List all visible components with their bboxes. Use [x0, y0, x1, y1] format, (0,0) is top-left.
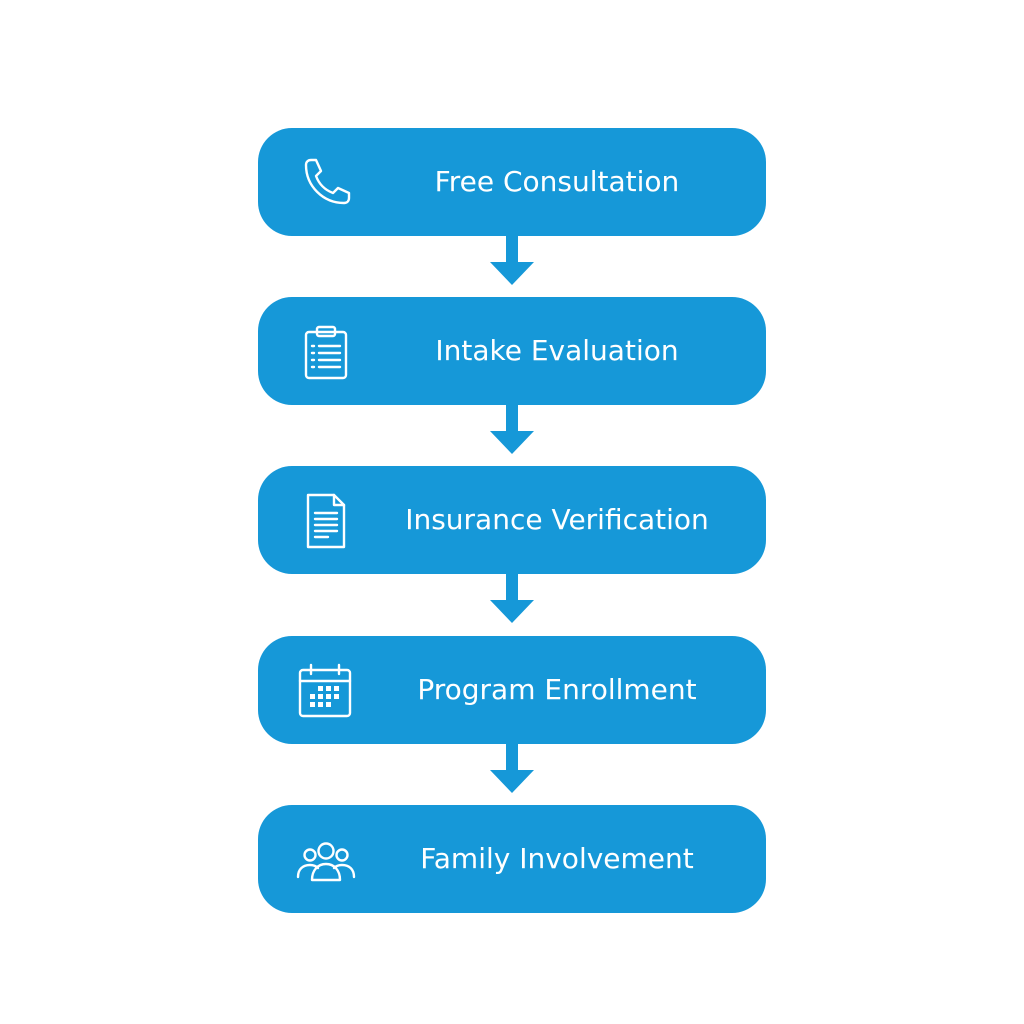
- group-icon: [294, 828, 358, 892]
- down-arrow: [488, 236, 536, 286]
- step-insurance-verification: Insurance Verification: [258, 466, 766, 574]
- step-intake-evaluation: Intake Evaluation: [258, 297, 766, 405]
- step-label: Insurance Verification: [405, 503, 709, 536]
- step-label: Family Involvement: [420, 842, 694, 875]
- calendar-icon: [294, 659, 358, 723]
- down-arrow: [488, 405, 536, 455]
- step-label: Intake Evaluation: [435, 334, 679, 367]
- step-label: Program Enrollment: [417, 673, 697, 706]
- clipboard-icon: [294, 320, 358, 384]
- document-icon: [294, 489, 358, 553]
- down-arrow: [488, 744, 536, 794]
- step-program-enrollment: Program Enrollment: [258, 636, 766, 744]
- step-family-involvement: Family Involvement: [258, 805, 766, 913]
- step-label: Free Consultation: [434, 165, 680, 198]
- down-arrow: [488, 574, 536, 624]
- phone-icon: [294, 151, 358, 215]
- step-free-consultation: Free Consultation: [258, 128, 766, 236]
